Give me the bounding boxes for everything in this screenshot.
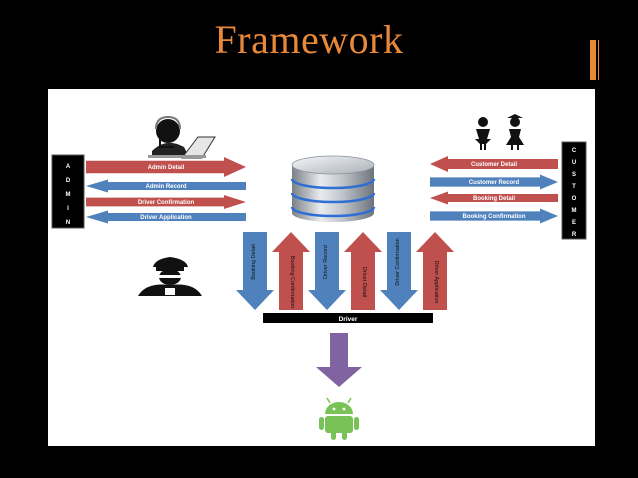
- flow-arrow: Admin Record: [86, 179, 246, 193]
- arrow-shape: [344, 232, 382, 310]
- side-letter: U: [572, 160, 576, 166]
- side-letter: E: [572, 220, 576, 226]
- arrow-shape: [86, 179, 246, 193]
- arrow-label: Driver Application: [433, 261, 439, 304]
- side-letter: O: [572, 196, 577, 202]
- side-letter: N: [66, 220, 70, 226]
- arrow-label: Driver Confirmation: [138, 200, 195, 206]
- driver-flow-arrow: Booking Confirmation: [272, 232, 310, 310]
- arrow-label: Booking Confirmation: [289, 256, 295, 309]
- flow-arrow: Admin Detail: [86, 157, 246, 177]
- arrow-label: Admin Record: [145, 184, 186, 190]
- driver-flow-arrow: Booking Detail: [236, 232, 274, 310]
- side-letter: R: [572, 232, 577, 238]
- customer-couple-icon: [475, 114, 524, 150]
- arrow-shape: [416, 232, 454, 310]
- flow-arrow: Booking Confirmation: [430, 208, 558, 224]
- accent-line: [598, 40, 638, 80]
- driver-icon: [138, 257, 202, 296]
- flow-arrow: Driver Confirmation: [86, 195, 246, 209]
- arrow-shape: [236, 232, 274, 310]
- arrow-label: Driver Confirmation: [395, 238, 401, 285]
- arrow-label: Driver Detail: [361, 267, 367, 297]
- arrow-label: Booking Confirmation: [463, 214, 526, 220]
- arrow-shape: [380, 232, 418, 310]
- driver-flow-arrow: Driver Application: [416, 232, 454, 310]
- flow-arrow: Customer Record: [430, 174, 558, 190]
- android-icon: [319, 397, 359, 440]
- side-letter: S: [572, 172, 576, 178]
- arrow-label: Admin Detail: [148, 165, 185, 171]
- driver-flow-arrow: Driver Record: [308, 232, 346, 310]
- side-letter: T: [572, 184, 576, 190]
- driver-flow-arrow: Driver Confirmation: [380, 232, 418, 310]
- output-arrow: [316, 333, 362, 387]
- arrow-label: Customer Record: [469, 180, 520, 186]
- database-icon: [290, 155, 376, 222]
- arrow-shape: [430, 191, 558, 205]
- arrow-label: Booking Detail: [251, 244, 257, 279]
- arrow-label: Booking Detail: [473, 196, 515, 202]
- side-letter: I: [67, 206, 69, 212]
- arrow-shape: [272, 232, 310, 310]
- arrow-shape: [430, 156, 558, 172]
- arrow-label: Driver Application: [140, 215, 192, 221]
- arrow-shape: [430, 174, 558, 190]
- side-letter: C: [572, 148, 577, 154]
- arrow-shape: [308, 232, 346, 310]
- driver-bar: Driver: [263, 313, 433, 323]
- flow-arrow: Booking Detail: [430, 191, 558, 205]
- arrow-shape: [86, 157, 246, 177]
- arrow-shape: [430, 208, 558, 224]
- driver-bar-label: Driver: [339, 316, 358, 323]
- flow-arrow: Driver Application: [86, 210, 246, 224]
- arrow-shape: [86, 210, 246, 224]
- arrow-shape: [86, 195, 246, 209]
- admin-user-icon: [148, 115, 216, 159]
- arrow-label: Customer Detail: [471, 162, 517, 168]
- slide-title: Framework: [214, 17, 404, 62]
- arrow-label: Driver Record: [323, 245, 329, 279]
- admin-side-box: A D M I N: [51, 154, 85, 229]
- side-letter: A: [66, 164, 71, 170]
- side-letter: M: [572, 208, 577, 214]
- accent-bar: [590, 40, 596, 80]
- driver-arrows: Booking Detail Booking Confirmation Driver…: [236, 232, 454, 310]
- side-letter: M: [66, 192, 71, 198]
- driver-flow-arrow: Driver Detail: [344, 232, 382, 310]
- side-letter: D: [66, 178, 71, 184]
- flow-arrow: Customer Detail: [430, 156, 558, 172]
